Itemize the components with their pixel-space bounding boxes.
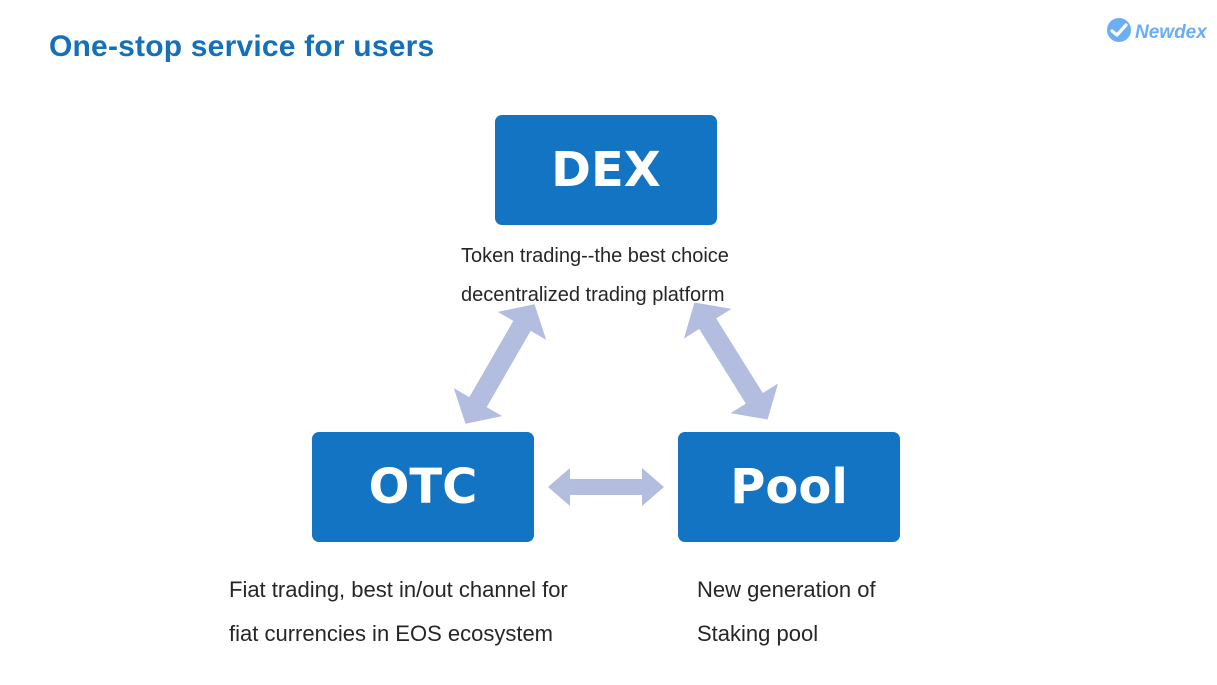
arrow-otc-dex-shape bbox=[453, 304, 547, 424]
dex-description-line: Token trading--the best choice bbox=[461, 245, 729, 267]
pool-description-line: New generation of bbox=[697, 577, 876, 602]
pool-description: New generation of Staking pool bbox=[697, 568, 876, 656]
otc-box: OTC bbox=[312, 432, 534, 542]
otc-description-line: fiat currencies in EOS ecosystem bbox=[229, 621, 554, 646]
dex-description: Token trading--the best choice decentral… bbox=[461, 237, 729, 315]
newdex-logo-icon bbox=[1106, 17, 1132, 48]
otc-description: Fiat trading, best in/out channel for fi… bbox=[229, 568, 568, 656]
arrow-otc-pool-shape bbox=[548, 468, 664, 506]
page-title: One-stop service for users bbox=[49, 30, 435, 63]
otc-description-line: Fiat trading, best in/out channel for bbox=[229, 577, 568, 602]
dex-box: DEX bbox=[495, 115, 717, 225]
newdex-logo: Newdex bbox=[1106, 17, 1207, 48]
arrow-dex-pool-shape bbox=[683, 302, 779, 420]
pool-description-line: Staking pool bbox=[697, 621, 819, 646]
logo-text: Newdex bbox=[1135, 21, 1207, 43]
dex-description-line: decentralized trading platform bbox=[461, 284, 725, 306]
pool-box: Pool bbox=[678, 432, 900, 542]
